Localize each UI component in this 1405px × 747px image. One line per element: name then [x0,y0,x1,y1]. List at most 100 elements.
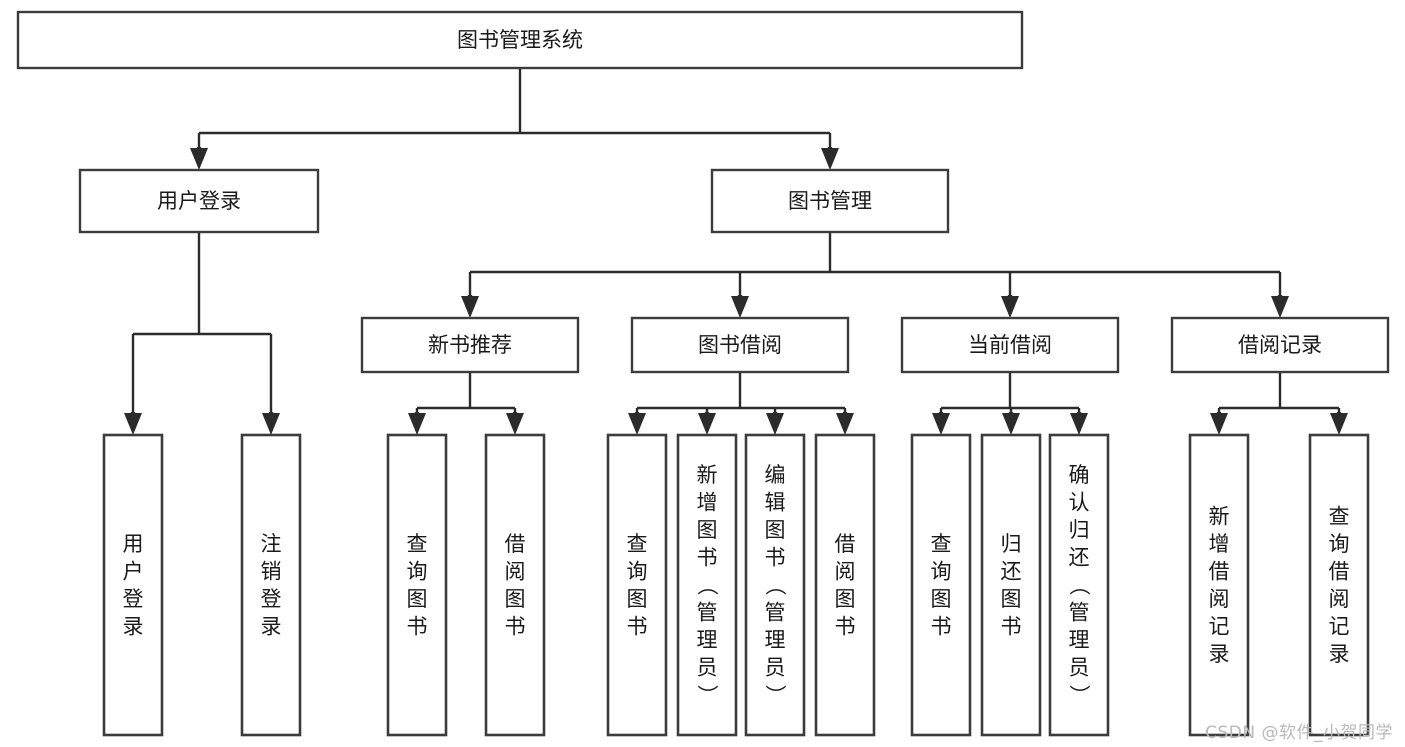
leaf-char: 新 [1209,504,1230,528]
leaf-char: 理 [765,628,786,652]
leaf-char: 借 [1209,559,1230,583]
book-manage-to-level3-arrow-3 [1271,295,1289,318]
leaf-char: 理 [697,628,718,652]
leaf-char: 查 [931,532,952,556]
borrow-to-leaves-arrow-3 [836,412,854,435]
leaf-char: 录 [123,614,144,638]
current-to-leaves-arrow-1 [1002,412,1020,435]
leaf-leaf-query-book-rec-box[interactable] [386,433,448,737]
leaf-char: 询 [1329,532,1350,556]
leaf-char: 管 [697,601,718,625]
leaf-char: 还 [1001,559,1022,583]
leaf-leaf-borrow-book-box[interactable] [814,433,876,737]
leaf-leaf-confirm-return-box[interactable] [1048,433,1110,737]
leaf-char: 借 [835,532,856,556]
leaf-char: 录 [1329,642,1350,666]
leaf-char: 阅 [1329,587,1350,611]
borrow-to-leaves-arrow-0 [628,412,646,435]
node-user-login-label: 用户登录 [157,189,241,213]
node-borrow-record-box[interactable] [1170,316,1390,374]
node-book-borrow-label: 图书借阅 [698,333,782,357]
leaf-char: 书 [627,614,648,638]
leaf-leaf-add-borrow-record-box[interactable] [1188,433,1250,737]
root-node-label: 图书管理系统 [457,28,583,52]
leaf-leaf-query-book-cur-box[interactable] [910,433,972,737]
current-to-leaves-arrow-2 [1070,412,1088,435]
leaf-char: 图 [835,587,856,611]
leaf-char: 确 [1069,463,1090,487]
leaf-char: 户 [123,559,144,583]
node-current-borrow-label: 当前借阅 [968,333,1052,357]
leaf-char: 阅 [505,559,526,583]
leaf-char: 查 [407,532,428,556]
leaf-char: ） [1067,685,1091,706]
user-login-to-leaves-arrow-0 [124,412,142,435]
leaf-char: 图 [407,587,428,611]
leaf-leaf-logout-login-box[interactable] [240,433,302,737]
node-book-borrow-box[interactable] [630,316,850,374]
root-to-level2-arrow-0 [190,147,208,170]
leaf-char: 记 [1329,614,1350,638]
leaf-leaf-user-login-label: 用户登录 [123,532,144,639]
record-to-leaves-arrow-0 [1210,412,1228,435]
leaf-char: 增 [1209,532,1230,556]
leaf-char: 询 [931,559,952,583]
node-user-login-box[interactable] [78,168,320,234]
leaf-char: 管 [765,601,786,625]
leaf-char: 归 [1069,518,1090,542]
leaf-char: （ [1067,575,1091,596]
leaf-char: 归 [1001,532,1022,556]
node-book-manage-box[interactable] [710,168,950,234]
leaf-char: （ [763,575,787,596]
book-manage-to-level3-arrow-1 [731,295,749,318]
leaf-char: 书 [1001,614,1022,638]
node-new-book-recommend-box[interactable] [360,316,580,374]
leaf-char: 图 [931,587,952,611]
recommend-to-leaves-arrow-0 [408,412,426,435]
leaf-char: 员 [1069,656,1090,680]
leaf-char: 编 [765,463,786,487]
leaf-char: 书 [835,614,856,638]
leaf-char: ） [695,685,719,706]
leaf-char: 新 [697,463,718,487]
leaf-leaf-add-book-box[interactable] [676,433,738,737]
leaf-char: 管 [1069,601,1090,625]
root-node-box[interactable] [16,10,1024,70]
node-book-manage-label: 图书管理 [788,189,872,213]
leaf-char: 理 [1069,628,1090,652]
leaf-char: 借 [1329,559,1350,583]
recommend-to-leaves-arrow-1 [506,412,524,435]
leaf-char: 书 [765,546,786,570]
leaf-char: 销 [261,559,282,583]
leaf-leaf-query-book-borrow-box[interactable] [606,433,668,737]
leaf-char: 登 [261,587,282,611]
leaf-char: 询 [627,559,648,583]
leaf-leaf-edit-book-box[interactable] [744,433,806,737]
leaf-char: 图 [505,587,526,611]
node-borrow-record-label: 借阅记录 [1238,333,1322,357]
leaf-leaf-user-login-box[interactable] [102,433,164,737]
node-new-book-recommend-label: 新书推荐 [428,333,512,357]
borrow-to-leaves-arrow-2 [766,412,784,435]
node-box-layer [16,10,1390,737]
leaf-char: 书 [697,546,718,570]
node-current-borrow-box[interactable] [900,316,1120,374]
leaf-leaf-query-borrow-record-box[interactable] [1308,433,1370,737]
leaf-char: 录 [1209,642,1230,666]
leaf-char: 录 [261,614,282,638]
leaf-char: 增 [697,491,718,515]
leaf-leaf-return-book-box[interactable] [980,433,1042,737]
leaf-char: 询 [407,559,428,583]
leaf-char: 图 [697,518,718,542]
leaf-char: 书 [407,614,428,638]
leaf-leaf-borrow-book-rec-box[interactable] [484,433,546,737]
record-to-leaves-arrow-1 [1330,412,1348,435]
